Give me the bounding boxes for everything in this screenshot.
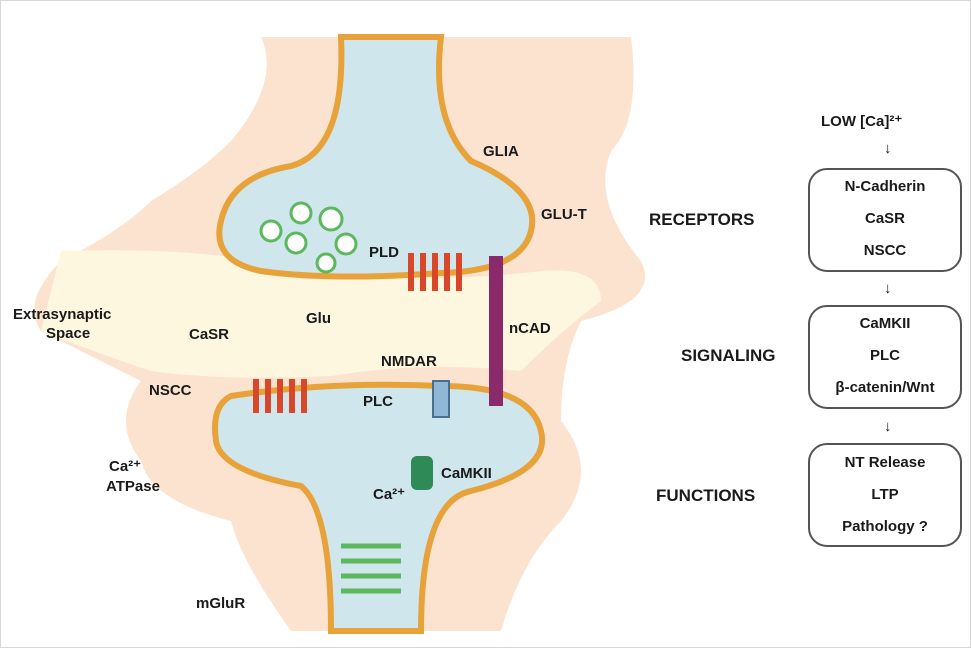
label-casr: CaSR [189, 326, 229, 343]
stage-heading-signaling: SIGNALING [681, 346, 775, 365]
label-camkii: CaMKII [441, 465, 492, 482]
vesicle [336, 234, 356, 254]
flow-arrow: ↓ [884, 140, 892, 157]
label-plc: PLC [363, 393, 393, 410]
vesicle [317, 254, 335, 272]
stage-item: NSCC [864, 242, 907, 259]
vesicle [291, 203, 311, 223]
stage-item: β-catenin/Wnt [835, 379, 934, 396]
label-extrasynaptic-1: Extrasynaptic [13, 306, 111, 323]
label-nmdar: NMDAR [381, 353, 437, 370]
nmdar-channel [433, 381, 449, 417]
label-ncad: nCAD [509, 320, 551, 337]
label-pld: PLD [369, 244, 399, 261]
label-glia: GLIA [483, 143, 519, 160]
stage-item: PLC [870, 347, 900, 364]
vesicle [286, 233, 306, 253]
label-ca-atpase-2: ATPase [106, 478, 160, 495]
label-extrasynaptic-2: Space [46, 325, 90, 342]
stage-heading-functions: FUNCTIONS [656, 486, 755, 505]
label-ca: Ca²⁺ [373, 486, 405, 503]
label-nscc: NSCC [149, 382, 192, 399]
stage-item: N-Cadherin [845, 178, 926, 195]
vesicle [261, 221, 281, 241]
stage-item: LTP [871, 486, 898, 503]
stage-item: CaMKII [860, 315, 911, 332]
low-ca-label: LOW [Ca]²⁺ [821, 113, 902, 130]
stage-item: CaSR [865, 210, 905, 227]
ncad-bridge [489, 256, 503, 406]
flow-arrow: ↓ [884, 280, 892, 297]
flow-arrow: ↓ [884, 418, 892, 435]
label-glu-t: GLU-T [541, 206, 587, 223]
stage-heading-receptors: RECEPTORS [649, 210, 755, 229]
label-ca-atpase-1: Ca²⁺ [109, 458, 141, 475]
vesicle [320, 208, 342, 230]
label-mglur: mGluR [196, 595, 245, 612]
stage-item: Pathology ? [842, 518, 928, 535]
stage-item: NT Release [845, 454, 926, 471]
label-glu: Glu [306, 310, 331, 327]
camkii-protein [411, 456, 433, 490]
